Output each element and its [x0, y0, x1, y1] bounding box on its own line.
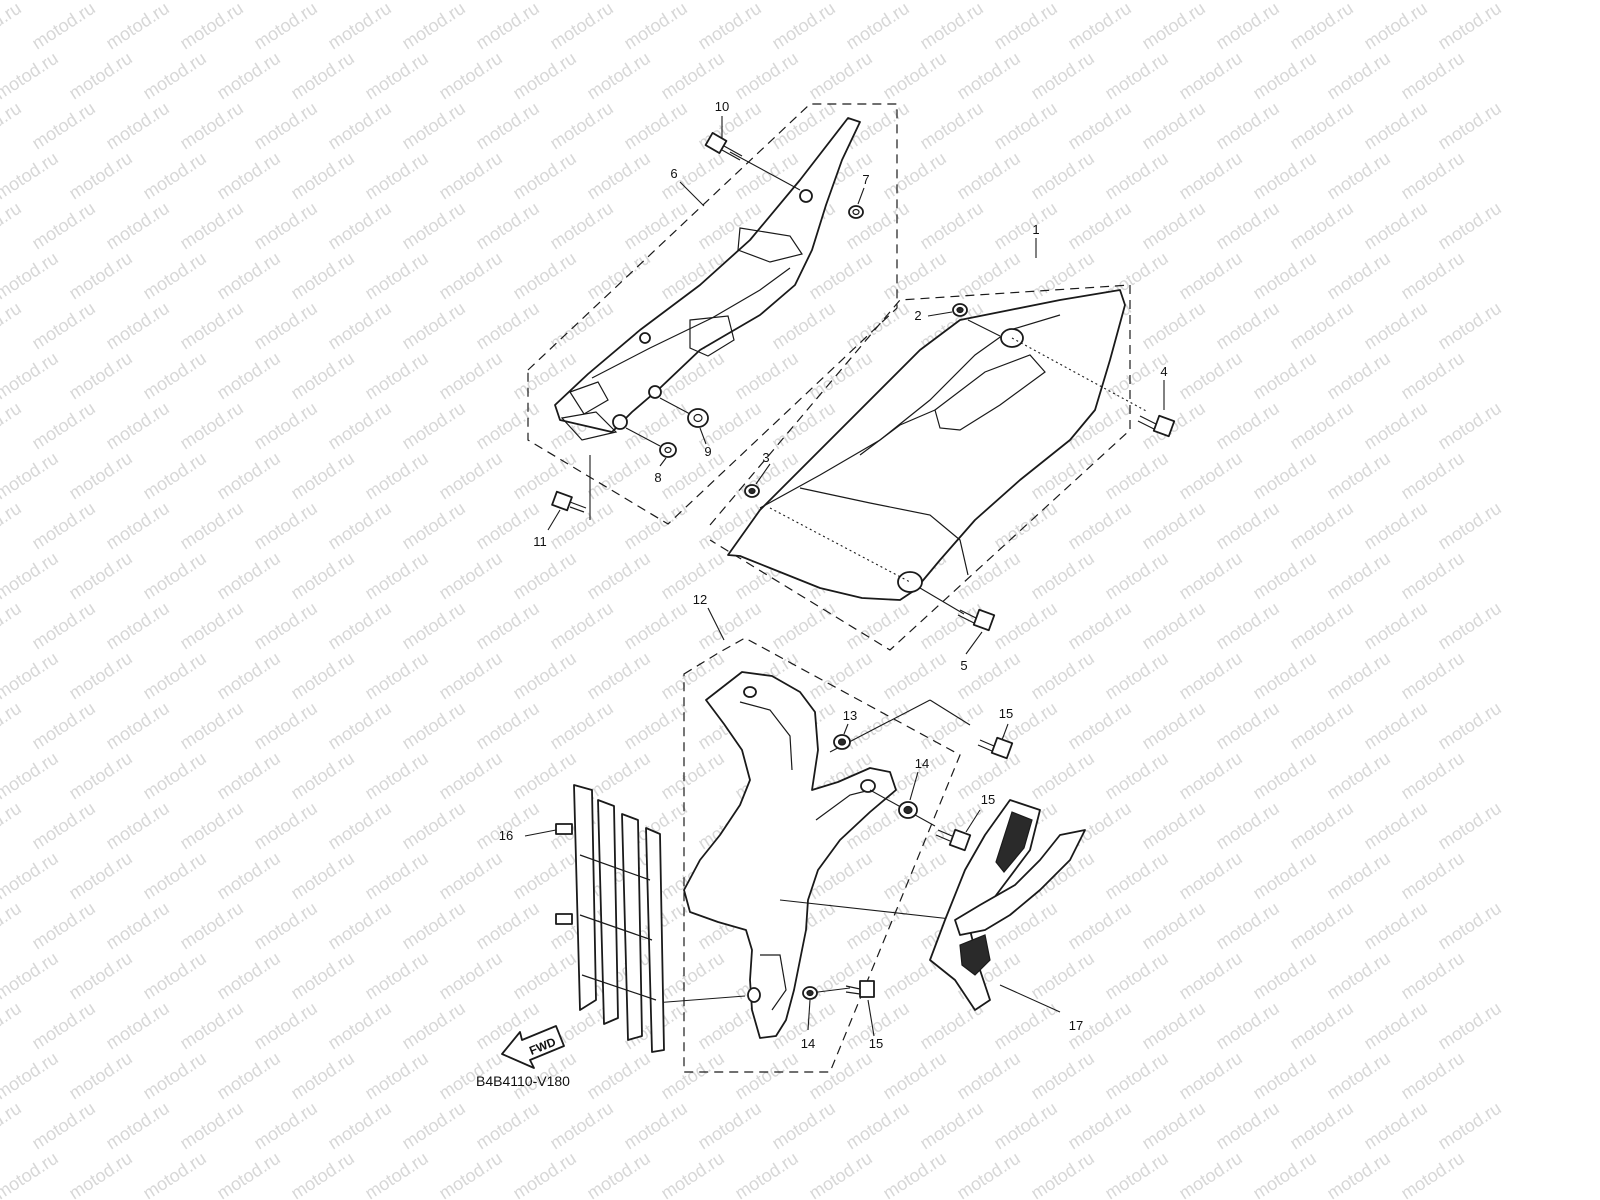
- bolt-15-lower: [845, 980, 875, 998]
- callout-8: 8: [654, 470, 661, 485]
- cover-6-grommet-low: [648, 385, 662, 399]
- align-line-10: [729, 151, 801, 191]
- callout-2: 2: [914, 308, 921, 323]
- cover-6-tab: [569, 381, 609, 415]
- bolt-4: [1137, 414, 1176, 438]
- align-line-8: [625, 427, 661, 447]
- grommet-13: [833, 734, 851, 750]
- cover-1-vent: [934, 354, 1046, 431]
- callout-9: 9: [704, 444, 711, 459]
- washer-9: [687, 408, 709, 428]
- louver-tab-upper: [555, 823, 573, 835]
- align-line-5: [919, 587, 965, 615]
- bolt-5: [957, 608, 996, 632]
- callout-12: 12: [693, 592, 707, 607]
- align-line-17: [779, 899, 961, 921]
- cover-6-bracket: [689, 315, 735, 357]
- align-line-16: [653, 995, 746, 1004]
- callout-15-lower: 15: [869, 1036, 883, 1051]
- shroud-hole-upper: [743, 686, 757, 698]
- fwd-arrow-icon: FWD: [501, 1025, 565, 1069]
- callout-16: 16: [499, 828, 513, 843]
- callout-15-upper: 15: [999, 706, 1013, 721]
- align-line-15a-b: [929, 699, 971, 726]
- side-cover-6: [554, 117, 861, 433]
- callout-5: 5: [960, 658, 967, 673]
- align-line-3: [769, 507, 911, 583]
- shroud-group: [653, 637, 971, 1073]
- grommet-14-upper: [898, 801, 918, 819]
- cover-6-grommet-bottom: [612, 414, 628, 430]
- callout-13: 13: [843, 708, 857, 723]
- align-line-2: [967, 319, 1001, 337]
- callout-3: 3: [762, 450, 769, 465]
- callout-1: 1: [1032, 222, 1039, 237]
- assembly-boundary-12: [683, 637, 961, 1073]
- bolt-15-mid: [935, 828, 972, 852]
- radiator-shroud-12: [683, 671, 897, 1039]
- bolt-15-upper: [977, 736, 1014, 760]
- assembly-boundary-1: [709, 284, 1131, 651]
- grommet-2: [952, 303, 968, 317]
- cover-1-hole-lower: [897, 571, 923, 593]
- side-cover-1: [727, 289, 1126, 601]
- grommet-3: [744, 484, 760, 498]
- callout-10: 10: [715, 99, 729, 114]
- bolt-11: [551, 490, 587, 513]
- shroud-12-mid-crease: [815, 789, 871, 821]
- radiator-louver-16: [524, 784, 665, 1053]
- callout-7: 7: [862, 172, 869, 187]
- callout-4: 4: [1160, 364, 1167, 379]
- callout-17: 17: [1069, 1018, 1083, 1033]
- washer-8: [659, 442, 677, 458]
- diagram-code: B4B4110-V180: [476, 1073, 570, 1089]
- washer-7: [848, 205, 864, 219]
- bolt-10: [704, 132, 743, 161]
- cover-6-lower-tab: [560, 411, 618, 441]
- shroud-12-upper-crease: [739, 701, 793, 771]
- align-line-4: [1011, 337, 1149, 413]
- louver-tab-lower: [555, 913, 573, 925]
- callout-14-upper: 14: [915, 756, 929, 771]
- shroud-12-lower-tab: [760, 954, 787, 1011]
- graphic-decal-17: [929, 799, 1086, 1013]
- callout-6: 6: [670, 166, 677, 181]
- callout-14-lower: 14: [801, 1036, 815, 1051]
- assembly-boundary-6: [527, 103, 898, 525]
- cover-6-grommet-upper: [799, 189, 813, 203]
- cover-6-grommet-mid: [639, 332, 651, 344]
- shroud-hole-lower: [747, 987, 761, 1003]
- callout-11: 11: [533, 534, 547, 549]
- cover-1-lower-ridge: [799, 487, 969, 576]
- callout-leaders: [547, 116, 1165, 1037]
- shroud-hole-mid: [860, 779, 876, 793]
- cover-1-edge-line: [859, 409, 936, 456]
- side-cover-upper-group: [527, 103, 898, 525]
- align-line-9: [659, 397, 691, 415]
- callout-15-mid: 15: [981, 792, 995, 807]
- cover-6-clip: [737, 227, 803, 263]
- side-cover-main-group: [709, 284, 1149, 651]
- grommet-14-lower: [802, 986, 818, 1000]
